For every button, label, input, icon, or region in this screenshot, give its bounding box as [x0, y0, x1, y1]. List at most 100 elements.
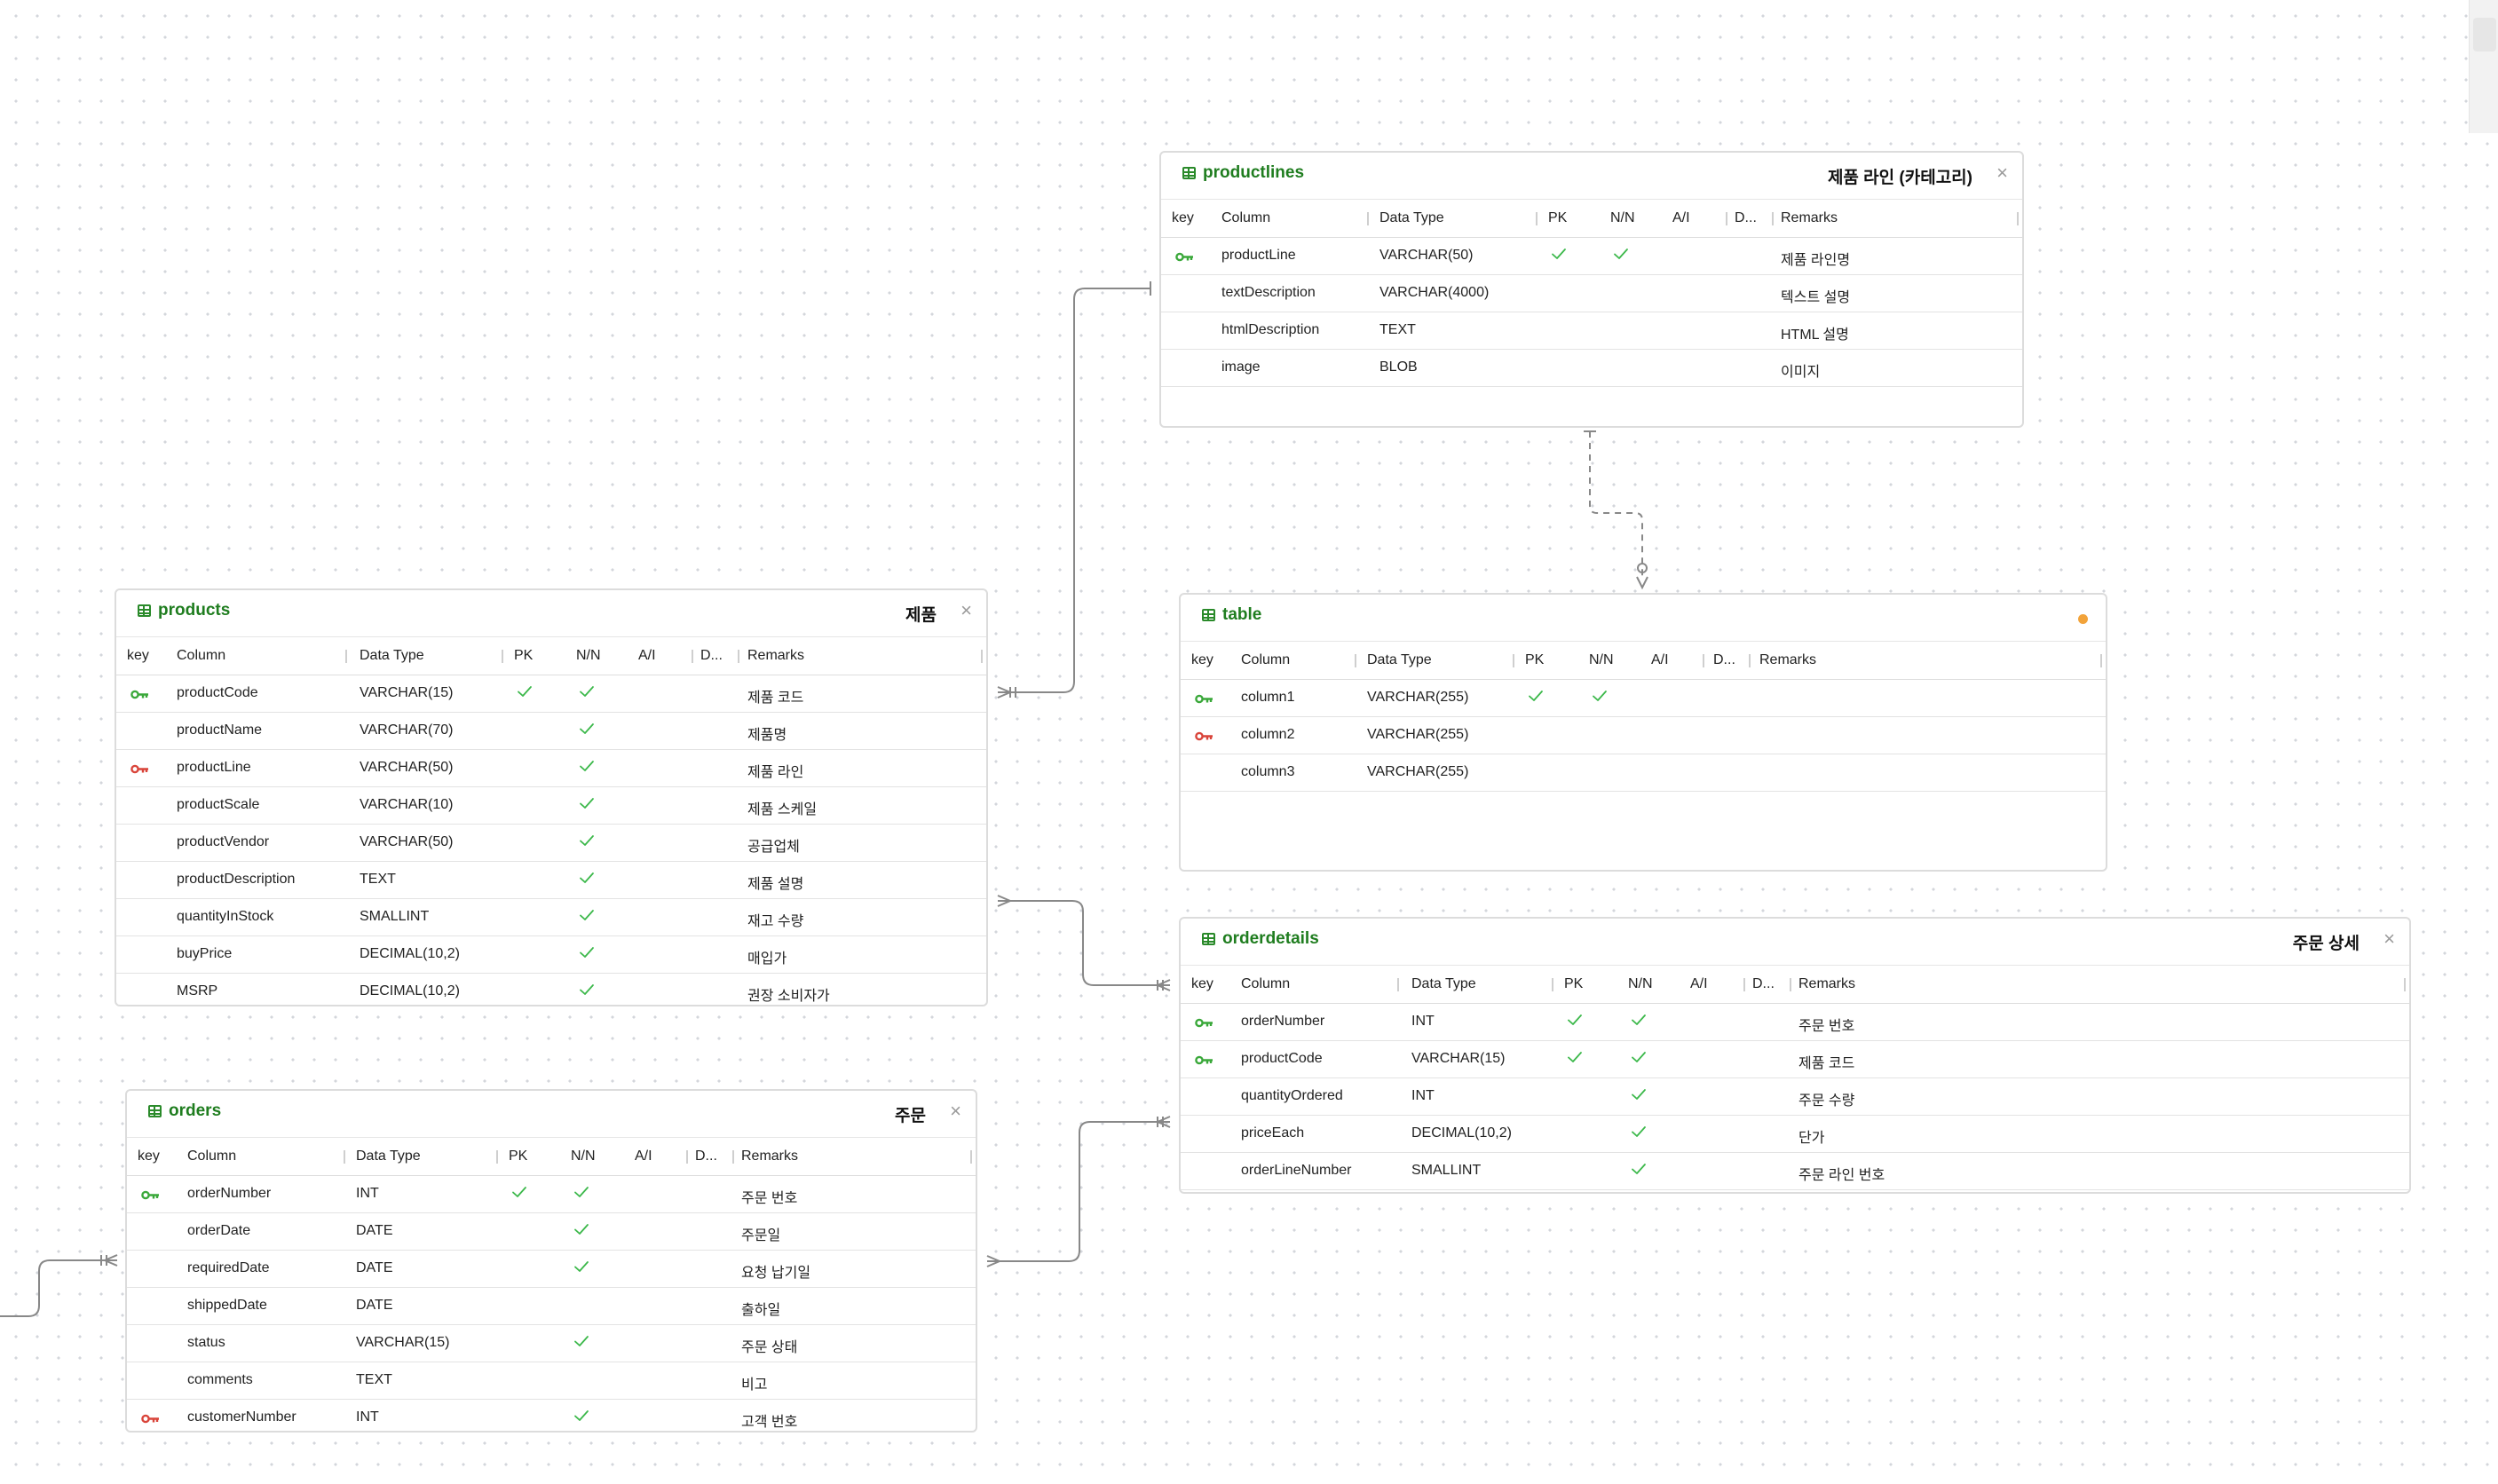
column-remark[interactable]: 고객 번호	[741, 1415, 798, 1430]
pk-check-icon[interactable]	[1566, 1049, 1584, 1070]
column-name[interactable]: productLine	[177, 760, 251, 775]
column-name[interactable]: priceEach	[1241, 1125, 1305, 1141]
column-remark[interactable]: 공급업체	[747, 840, 800, 855]
not-null-check-icon[interactable]	[578, 683, 596, 704]
column-resize-handle[interactable]	[981, 650, 983, 663]
column-resize-handle[interactable]	[1743, 978, 1745, 991]
column-remark[interactable]: 텍스트 설명	[1781, 290, 1851, 305]
link-orders-orderdetails[interactable]	[987, 1121, 1170, 1262]
column-remark[interactable]: 매입가	[747, 951, 787, 967]
column-remark[interactable]: 이미지	[1781, 365, 1821, 380]
column-data-type[interactable]: BLOB	[1379, 359, 1418, 375]
table-row[interactable]: textDescription VARCHAR(4000) 텍스트 설명	[1161, 275, 2022, 312]
column-resize-handle[interactable]	[2100, 654, 2102, 667]
column-data-type[interactable]: VARCHAR(10)	[360, 797, 454, 812]
column-data-type[interactable]: VARCHAR(255)	[1367, 727, 1469, 742]
entity-name[interactable]: products	[158, 601, 231, 620]
column-name[interactable]: column2	[1241, 727, 1295, 742]
not-null-check-icon[interactable]	[578, 795, 596, 816]
column-data-type[interactable]: VARCHAR(70)	[360, 722, 454, 738]
column-data-type[interactable]: DATE	[356, 1223, 393, 1238]
column-resize-handle[interactable]	[970, 1150, 972, 1164]
column-resize-handle[interactable]	[1726, 212, 1727, 225]
column-data-type[interactable]: VARCHAR(50)	[360, 834, 454, 849]
link-productlines-products[interactable]	[998, 288, 1150, 693]
column-data-type[interactable]: TEXT	[360, 872, 396, 887]
column-remark[interactable]: 비고	[741, 1377, 768, 1393]
not-null-check-icon[interactable]	[578, 982, 596, 1002]
column-remark[interactable]: 주문 라인 번호	[1798, 1168, 1885, 1183]
column-remark[interactable]: 제품 스케일	[747, 802, 818, 817]
column-name[interactable]: column1	[1241, 690, 1295, 705]
not-null-check-icon[interactable]	[573, 1408, 590, 1428]
column-data-type[interactable]: DATE	[356, 1260, 393, 1275]
column-resize-handle[interactable]	[686, 1150, 688, 1164]
column-resize-handle[interactable]	[1536, 212, 1538, 225]
pk-check-icon[interactable]	[516, 683, 534, 704]
entity-name[interactable]: productlines	[1203, 163, 1305, 182]
column-resize-handle[interactable]	[1790, 978, 1791, 991]
not-null-check-icon[interactable]	[578, 833, 596, 853]
column-name[interactable]: productScale	[177, 797, 260, 812]
column-remark[interactable]: 제품 코드	[1798, 1056, 1855, 1071]
column-resize-handle[interactable]	[1513, 654, 1514, 667]
not-null-check-icon[interactable]	[573, 1184, 590, 1204]
column-data-type[interactable]: INT	[1411, 1088, 1435, 1103]
column-remark[interactable]: 권장 소비자가	[747, 989, 830, 1004]
column-data-type[interactable]: DECIMAL(10,2)	[360, 983, 460, 999]
close-icon[interactable]: ×	[1996, 162, 2008, 184]
column-remark[interactable]: 주문일	[741, 1228, 781, 1243]
link-productlines-table[interactable]	[1589, 431, 1643, 577]
column-resize-handle[interactable]	[2017, 212, 2019, 225]
column-data-type[interactable]: VARCHAR(255)	[1367, 764, 1469, 779]
column-data-type[interactable]: VARCHAR(15)	[1411, 1051, 1506, 1066]
column-name[interactable]: productVendor	[177, 834, 270, 849]
column-name[interactable]: quantityOrdered	[1241, 1088, 1343, 1103]
column-remark[interactable]: 요청 납기일	[741, 1266, 811, 1281]
column-resize-handle[interactable]	[738, 650, 739, 663]
pk-check-icon[interactable]	[1527, 688, 1545, 708]
column-data-type[interactable]: VARCHAR(4000)	[1379, 285, 1490, 300]
not-null-check-icon[interactable]	[1591, 688, 1609, 708]
column-remark[interactable]: 주문 번호	[741, 1191, 798, 1206]
not-null-check-icon[interactable]	[573, 1333, 590, 1354]
column-name[interactable]: image	[1221, 359, 1261, 375]
column-remark[interactable]: 재고 수량	[747, 914, 804, 929]
column-resize-handle[interactable]	[344, 1150, 345, 1164]
column-name[interactable]: orderNumber	[187, 1186, 272, 1201]
scrollbar-thumb[interactable]	[2473, 18, 2496, 51]
table-row[interactable]: productVendor VARCHAR(50) 공급업체	[116, 825, 986, 862]
column-data-type[interactable]: VARCHAR(255)	[1367, 690, 1469, 705]
column-name[interactable]: buyPrice	[177, 946, 233, 961]
table-row[interactable]: column2 VARCHAR(255)	[1181, 717, 2106, 754]
column-data-type[interactable]: INT	[1411, 1014, 1435, 1029]
column-name[interactable]: textDescription	[1221, 285, 1316, 300]
column-data-type[interactable]: VARCHAR(50)	[360, 760, 454, 775]
column-resize-handle[interactable]	[1749, 654, 1751, 667]
column-remark[interactable]: 단가	[1798, 1131, 1825, 1146]
pk-check-icon[interactable]	[1550, 246, 1568, 266]
column-data-type[interactable]: VARCHAR(15)	[356, 1335, 450, 1350]
not-null-check-icon[interactable]	[578, 721, 596, 741]
column-name[interactable]: customerNumber	[187, 1409, 296, 1425]
pk-check-icon[interactable]	[510, 1184, 528, 1204]
